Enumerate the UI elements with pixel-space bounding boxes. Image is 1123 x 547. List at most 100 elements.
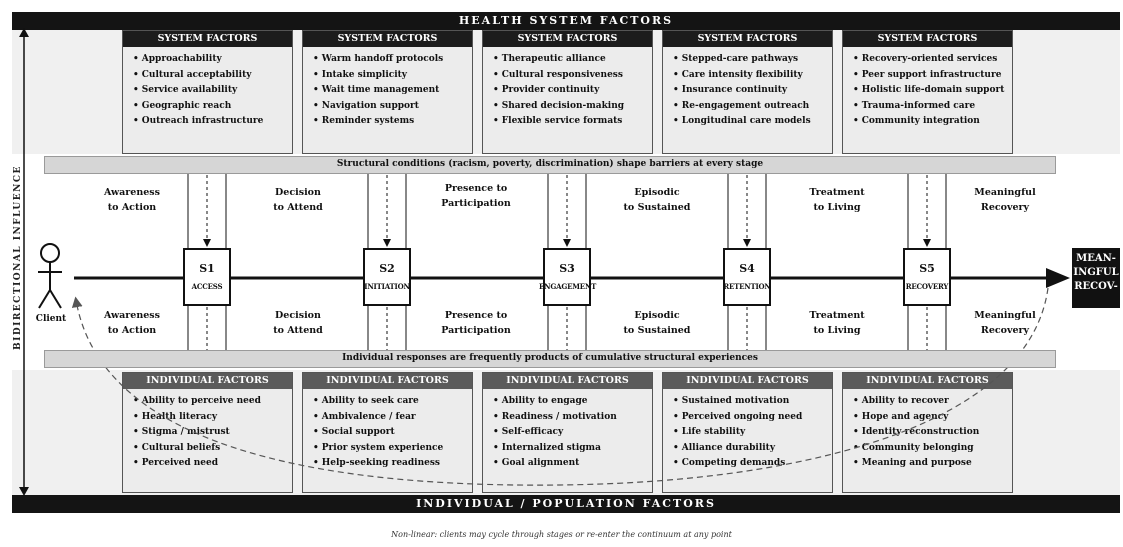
stage-id: S5 [919, 262, 935, 275]
transition-label-bottom-1: Awareness to Action [103, 310, 161, 336]
individual-box-4: INDIVIDUAL FACTORS Sustained motivation … [662, 372, 833, 493]
transition-label-top-5: Treatment to Living [809, 187, 865, 213]
list-item: Perceived need [133, 456, 292, 472]
stage-id: S2 [379, 262, 395, 275]
bidirectional-arrow [19, 28, 29, 496]
stage-s3: S3 ENGAGEMENT [539, 248, 596, 306]
list-item: Cultural acceptability [133, 68, 292, 84]
structural-conditions-strip: Structural conditions (racism, poverty, … [44, 156, 1056, 174]
list-item: Care intensity flexibility [673, 68, 832, 84]
dashed-influence-arrows [203, 175, 931, 350]
individual-list: Ability to perceive need Health literacy… [123, 389, 292, 472]
individual-list: Sustained motivation Perceived ongoing n… [663, 389, 832, 472]
list-item: Ability to seek care [313, 394, 472, 410]
list-item: Sustained motivation [673, 394, 832, 410]
list-item: Meaning and purpose [853, 456, 1012, 472]
individual-population-band: INDIVIDUAL / POPULATION FACTORS [12, 495, 1120, 513]
stage-id: S3 [559, 262, 575, 275]
stage-id: S4 [739, 262, 755, 275]
stage-name: RECOVERY [905, 282, 949, 291]
list-item: Service availability [133, 83, 292, 99]
system-list: Recovery-oriented services Peer support … [843, 47, 1012, 130]
system-box-title: SYSTEM FACTORS [843, 31, 1012, 47]
individual-box-title: INDIVIDUAL FACTORS [663, 373, 832, 389]
list-item: Approachability [133, 52, 292, 68]
cumulative-experiences-strip: Individual responses are frequently prod… [44, 350, 1056, 368]
list-item: Stepped-care pathways [673, 52, 832, 68]
client-figure-icon [38, 243, 62, 309]
list-item: Navigation support [313, 99, 472, 115]
stage-name: ENGAGEMENT [539, 282, 597, 291]
system-list: Approachability Cultural acceptability S… [123, 47, 292, 130]
list-item: Goal alignment [493, 456, 652, 472]
list-item: Internalized stigma [493, 441, 652, 457]
list-item: Life stability [673, 425, 832, 441]
system-list: Warm handoff protocols Intake simplicity… [303, 47, 472, 130]
stage-name: INITIATION [364, 282, 410, 291]
system-box-title: SYSTEM FACTORS [123, 31, 292, 47]
list-item: Recovery-oriented services [853, 52, 1012, 68]
transition-label-top-1: Awareness to Action [103, 187, 161, 213]
list-item: Trauma-informed care [853, 99, 1012, 115]
individual-box-title: INDIVIDUAL FACTORS [303, 373, 472, 389]
system-list: Stepped-care pathways Care intensity fle… [663, 47, 832, 130]
list-item: Competing demands [673, 456, 832, 472]
list-item: Self-efficacy [493, 425, 652, 441]
list-item: Readiness / motivation [493, 410, 652, 426]
system-box-title: SYSTEM FACTORS [303, 31, 472, 47]
list-item: Shared decision-making [493, 99, 652, 115]
client-label: Client [35, 314, 67, 324]
list-item: Reminder systems [313, 114, 472, 130]
list-item: Wait time management [313, 83, 472, 99]
list-item: Prior system experience [313, 441, 472, 457]
list-item: Perceived ongoing need [673, 410, 832, 426]
transition-label-bottom-5: Treatment to Living [809, 310, 865, 336]
list-item: Holistic life-domain support [853, 83, 1012, 99]
list-item: Provider continuity [493, 83, 652, 99]
individual-box-title: INDIVIDUAL FACTORS [123, 373, 292, 389]
list-item: Community belonging [853, 441, 1012, 457]
transition-label-top-6: Meaningful Recovery [974, 187, 1036, 213]
stage-s2: S2 INITIATION [363, 248, 411, 306]
system-box-2: SYSTEM FACTORS Warm handoff protocols In… [302, 30, 473, 154]
transition-label-bottom-2: Decision to Attend [273, 310, 323, 336]
system-list: Therapeutic alliance Cultural responsive… [483, 47, 652, 130]
transition-label-top-2: Decision to Attend [273, 187, 323, 213]
individual-box-1: INDIVIDUAL FACTORS Ability to perceive n… [122, 372, 293, 493]
transition-label-top-3: Presence to Participation [441, 183, 511, 209]
list-item: Help-seeking readiness [313, 456, 472, 472]
individual-list: Ability to engage Readiness / motivation… [483, 389, 652, 472]
list-item: Identity reconstruction [853, 425, 1012, 441]
list-item: Geographic reach [133, 99, 292, 115]
stage-s1: S1 ACCESS [183, 248, 231, 306]
footer-note: Non-linear: clients may cycle through st… [391, 530, 732, 539]
cycle-return-path [71, 287, 1049, 486]
individual-box-2: INDIVIDUAL FACTORS Ability to seek care … [302, 372, 473, 493]
health-system-band: HEALTH SYSTEM FACTORS [12, 12, 1120, 30]
list-item: Ambivalence / fear [313, 410, 472, 426]
meaningful-recovery-box: MEAN- INGFUL RECOV- [1072, 248, 1120, 308]
transition-label-top-4: Episodic to Sustained [623, 187, 691, 213]
list-item: Hope and agency [853, 410, 1012, 426]
list-item: Intake simplicity [313, 68, 472, 84]
individual-box-title: INDIVIDUAL FACTORS [843, 373, 1012, 389]
list-item: Ability to perceive need [133, 394, 292, 410]
transition-label-bottom-6: Meaningful Recovery [974, 310, 1036, 336]
main-flow-arrowhead [1046, 268, 1070, 288]
system-box-title: SYSTEM FACTORS [663, 31, 832, 47]
list-item: Ability to engage [493, 394, 652, 410]
list-item: Social support [313, 425, 472, 441]
stage-id: S1 [199, 262, 215, 275]
list-item: Stigma / mistrust [133, 425, 292, 441]
list-item: Alliance durability [673, 441, 832, 457]
list-item: Ability to recover [853, 394, 1012, 410]
list-item: Warm handoff protocols [313, 52, 472, 68]
list-item: Community integration [853, 114, 1012, 130]
individual-box-3: INDIVIDUAL FACTORS Ability to engage Rea… [482, 372, 653, 493]
list-item: Outreach infrastructure [133, 114, 292, 130]
list-item: Therapeutic alliance [493, 52, 652, 68]
system-box-3: SYSTEM FACTORS Therapeutic alliance Cult… [482, 30, 653, 154]
stage-name: ACCESS [191, 282, 223, 291]
individual-list: Ability to seek care Ambivalence / fear … [303, 389, 472, 472]
list-item: Health literacy [133, 410, 292, 426]
